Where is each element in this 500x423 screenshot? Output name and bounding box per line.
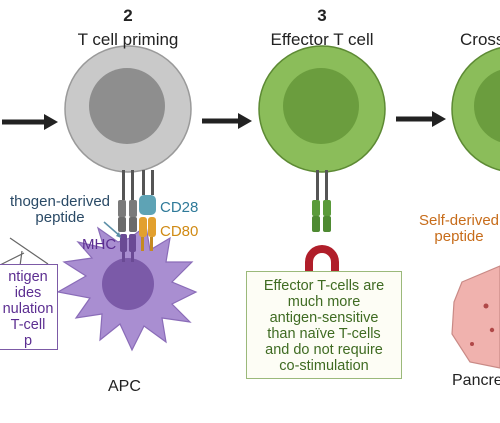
mhc-label: MHC — [82, 236, 117, 253]
naive-tcr — [118, 170, 137, 232]
cd80-ligand — [139, 217, 156, 251]
step-title: T cell priming — [77, 30, 179, 49]
apc-cell — [56, 224, 198, 352]
effector-tcr — [312, 170, 331, 232]
arrow-right-icon — [2, 114, 58, 130]
self-peptide-label: Self-derived peptide — [418, 213, 500, 245]
left-info-box: ntigen ides nulation T-cell p — [0, 264, 58, 350]
cross-t-cell — [451, 47, 500, 171]
step-title: Cross — [460, 30, 500, 49]
effector-note-box: Effector T-cells are much more antigen-s… — [246, 271, 402, 379]
pathogen-peptide-label: thogen-derived peptide — [9, 193, 111, 226]
arrow-right-icon — [202, 113, 252, 129]
mhc-molecule — [120, 234, 136, 262]
pancreas-cell — [451, 265, 500, 369]
cd28-label: CD28 — [160, 199, 199, 216]
cd80-label: CD80 — [160, 223, 199, 240]
cd28-receptor — [139, 170, 156, 215]
left-bracket — [0, 237, 49, 267]
step-number: 3 — [317, 6, 327, 25]
step-title: Effector T cell — [270, 30, 374, 49]
effector-t-cell — [258, 45, 386, 173]
pancreas-label: Pancre — [452, 372, 500, 389]
naive-t-cell — [64, 45, 192, 173]
arrow-right-icon — [396, 111, 446, 127]
apc-label: APC — [108, 378, 141, 395]
step-number: 2 — [123, 6, 133, 25]
peptide-pointer — [103, 221, 121, 237]
